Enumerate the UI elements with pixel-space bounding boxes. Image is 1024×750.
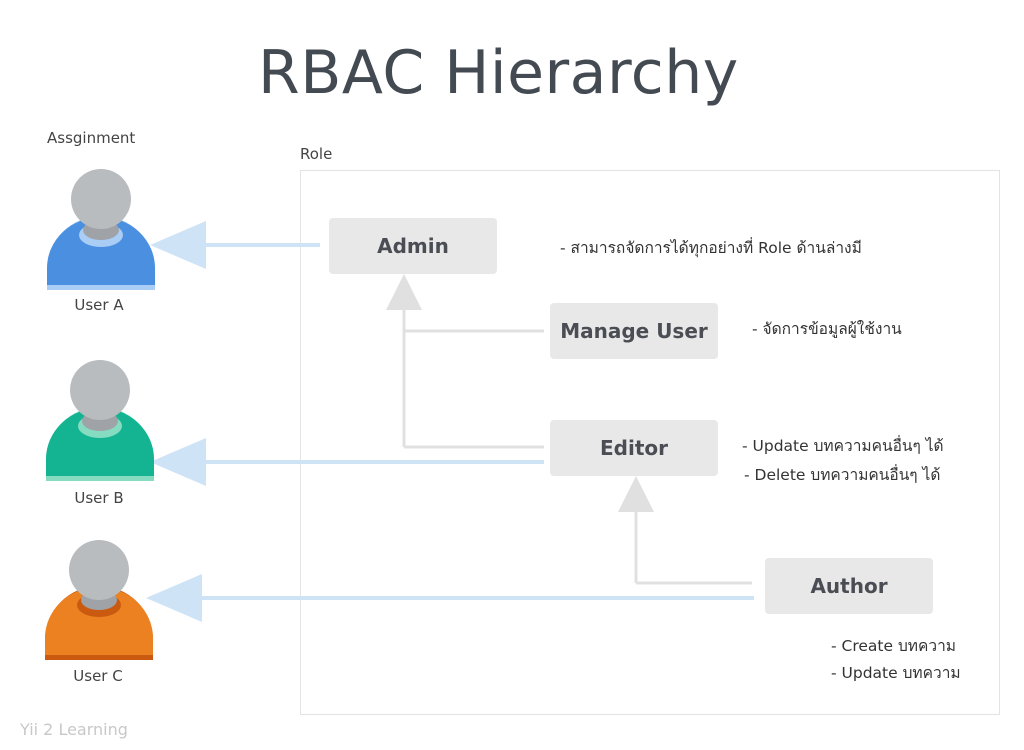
role-author: Author bbox=[765, 558, 933, 614]
role-label: Role bbox=[300, 145, 333, 163]
user-b-avatar-icon bbox=[46, 360, 154, 481]
page-title: RBAC Hierarchy bbox=[258, 38, 739, 108]
user-c-avatar-icon bbox=[45, 540, 153, 660]
assignment-label: Assginment bbox=[47, 129, 136, 147]
user-a-label: User A bbox=[74, 296, 124, 314]
user-a-avatar-icon bbox=[47, 169, 155, 290]
author-description-line-1: - Create บทความ bbox=[831, 637, 956, 655]
user-b-label: User B bbox=[74, 489, 124, 507]
role-editor: Editor bbox=[550, 420, 718, 476]
author-description-line-2: - Update บทความ bbox=[831, 664, 961, 682]
editor-description-line-1: - Update บทความคนอื่นๆ ได้ bbox=[742, 437, 944, 455]
editor-description-line-2: - Delete บทความคนอื่นๆ ได้ bbox=[744, 466, 941, 484]
footer-watermark: Yii 2 Learning bbox=[20, 720, 128, 739]
role-manage-user: Manage User bbox=[550, 303, 718, 359]
user-c-label: User C bbox=[73, 667, 123, 685]
admin-description: - สามารถจัดการได้ทุกอย่างที่ Role ด้านล่… bbox=[560, 239, 862, 257]
role-admin: Admin bbox=[329, 218, 497, 274]
role-frame bbox=[300, 170, 1000, 715]
manage-user-description: - จัดการข้อมูลผู้ใช้งาน bbox=[752, 320, 902, 338]
